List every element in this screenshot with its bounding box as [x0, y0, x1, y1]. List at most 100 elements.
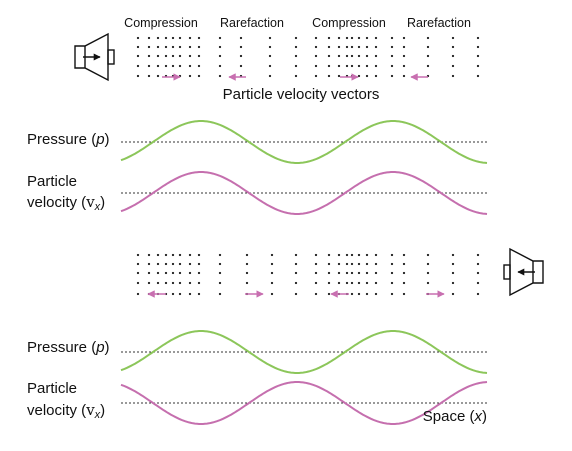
particle-dot [357, 64, 361, 68]
particle-dot [239, 36, 243, 40]
particle-dots-top [136, 36, 480, 78]
particle-dot [239, 54, 243, 58]
particle-dot [218, 74, 222, 78]
particle-dot [337, 253, 341, 257]
particle-dot [451, 281, 455, 285]
particle-dot [350, 36, 354, 40]
particle-dot [402, 262, 406, 266]
particle-dot [156, 54, 160, 58]
particle-dot [402, 64, 406, 68]
particle-dot [268, 36, 272, 40]
particle-dot [374, 45, 378, 49]
particle-dot [270, 271, 274, 275]
particle-dot [314, 262, 318, 266]
particle-dot [218, 45, 222, 49]
particle-dot [294, 74, 298, 78]
particle-dot [365, 45, 369, 49]
particle-dot [268, 64, 272, 68]
particle-dot [314, 292, 318, 296]
particle-dot [357, 281, 361, 285]
particle-dot [402, 54, 406, 58]
particle-dot [270, 262, 274, 266]
space-axis-label: Space (x) [423, 408, 487, 425]
particle-dot [390, 253, 394, 257]
particle-dot [374, 253, 378, 257]
particle-dot [365, 64, 369, 68]
particle-dot [171, 45, 175, 49]
particle-dot [476, 45, 480, 49]
particle-dot [171, 292, 175, 296]
particle-dot [350, 281, 354, 285]
particle-dot [171, 253, 175, 257]
particle-dot [178, 253, 182, 257]
particle-dot [218, 292, 222, 296]
particle-dot [164, 262, 168, 266]
particle-dot [327, 54, 331, 58]
particle-dot [390, 271, 394, 275]
particle-dot [156, 64, 160, 68]
particle-dot [337, 74, 341, 78]
particle-dot [314, 45, 318, 49]
particle-dot [239, 64, 243, 68]
particle-dot [147, 281, 151, 285]
particle-dot [268, 54, 272, 58]
particle-dot [171, 281, 175, 285]
particle-dot [357, 74, 361, 78]
particle-dot [136, 54, 140, 58]
particle-dot [171, 271, 175, 275]
particle-dot [426, 271, 430, 275]
particle-dot [374, 54, 378, 58]
particle-dot [136, 36, 140, 40]
particle-dot [197, 36, 201, 40]
particle-dot [374, 36, 378, 40]
particle-dot [402, 74, 406, 78]
particle-dot [476, 262, 480, 266]
pressure-curve-1 [120, 120, 488, 164]
particle-dot [337, 281, 341, 285]
particle-dot [402, 45, 406, 49]
particle-dot [451, 36, 455, 40]
particle-dot [147, 253, 151, 257]
particle-dot [245, 271, 249, 275]
particle-dot [156, 271, 160, 275]
particle-dot [451, 271, 455, 275]
particle-dot [294, 54, 298, 58]
particle-dot [345, 262, 349, 266]
particle-dot [374, 262, 378, 266]
particle-dot [188, 74, 192, 78]
particle-dot [350, 271, 354, 275]
particle-dot [218, 54, 222, 58]
particle-dot [426, 54, 430, 58]
particle-dot [188, 64, 192, 68]
particle-dot [171, 262, 175, 266]
particle-dot [178, 281, 182, 285]
particle-dot [337, 54, 341, 58]
particle-dot [345, 64, 349, 68]
particle-dot [345, 36, 349, 40]
particle-dot [426, 262, 430, 266]
particle-dot [314, 54, 318, 58]
particle-dot [136, 262, 140, 266]
particle-dot [402, 292, 406, 296]
particle-dot [314, 74, 318, 78]
particle-dot [136, 253, 140, 257]
particle-dot [476, 253, 480, 257]
particle-dot [451, 64, 455, 68]
velocity-curve-1 [120, 171, 488, 215]
particle-dot [270, 292, 274, 296]
particle-dot [294, 45, 298, 49]
particle-dot [374, 64, 378, 68]
particle-dot [314, 36, 318, 40]
velocity-label-2-line2: velocity (vx) [27, 401, 105, 421]
particle-dot [365, 74, 369, 78]
particle-dot [218, 281, 222, 285]
particle-dot [365, 262, 369, 266]
particle-dot [365, 253, 369, 257]
particle-dot [156, 281, 160, 285]
speaker-right-icon [74, 32, 115, 82]
particle-dot [156, 45, 160, 49]
particle-dot [164, 54, 168, 58]
particle-dot [337, 45, 341, 49]
particle-dot [197, 281, 201, 285]
